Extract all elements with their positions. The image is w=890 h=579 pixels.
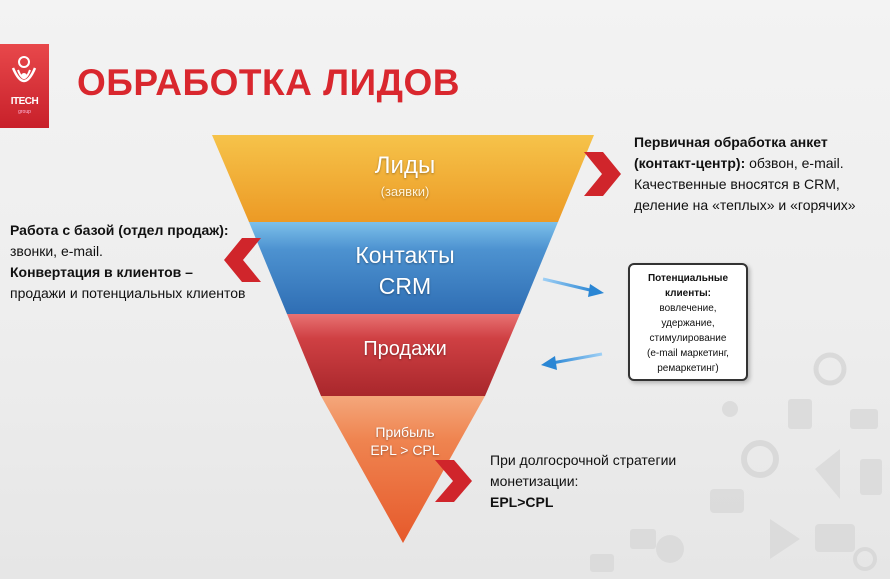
funnel-level-contacts	[249, 222, 558, 314]
funnel-level-sales	[287, 314, 520, 396]
logo-subtext: group	[18, 109, 31, 115]
note-heading: EPL>CPL	[490, 494, 554, 510]
contact-center-note: Первичная обработка анкет (контакт-центр…	[634, 132, 890, 216]
arrow-left-icon	[541, 352, 603, 370]
funnel-label-contacts-line2: CRM	[378, 273, 432, 299]
note-line: деление на «теплых» и «горячих»	[634, 197, 856, 213]
note-heading: Первичная обработка анкет	[634, 134, 828, 150]
box-item: стимулирование	[649, 333, 727, 344]
logo-emblem-icon	[11, 56, 37, 83]
logo-text: ITECH	[10, 96, 39, 107]
note-line: монетизации:	[490, 473, 579, 489]
funnel-label-contacts-line1: Контакты	[355, 242, 455, 268]
note-heading: Конвертация в клиентов –	[10, 264, 193, 280]
chevron-left-icon	[224, 238, 261, 282]
funnel-label-contacts: Контакты CRM	[320, 240, 490, 302]
box-item: вовлечение,	[659, 303, 717, 314]
note-heading: Работа с базой (отдел продаж):	[10, 222, 229, 238]
page-title: ОБРАБОТКА ЛИДОВ	[77, 62, 460, 103]
funnel-label-leads: Лиды	[374, 152, 436, 179]
note-line: звонки, e-mail.	[10, 243, 103, 259]
funnel-label-profit-line1: Прибыль	[375, 424, 435, 440]
funnel-level-profit	[321, 396, 485, 543]
funnel-label-profit-line2: EPL > CPL	[370, 442, 440, 458]
potential-clients-box: Потенциальные клиенты: вовлечение, удерж…	[628, 263, 748, 381]
box-heading: клиенты:	[665, 288, 711, 299]
chevron-right-icon	[584, 152, 621, 196]
box-heading: Потенциальные	[647, 273, 729, 284]
box-item: ремаркетинг)	[657, 363, 719, 374]
funnel-level-leads	[212, 135, 594, 222]
note-heading: (контакт-центр):	[634, 155, 746, 171]
monetization-note: При долгосрочной стратегии монетизации: …	[490, 450, 730, 513]
decorative-icons-pattern	[590, 352, 882, 572]
box-item: удержание,	[661, 318, 715, 329]
sales-department-note: Работа с базой (отдел продаж): звонки, e…	[10, 220, 300, 304]
funnel-label-profit: Прибыль EPL > CPL	[340, 423, 470, 459]
itech-logo: ITECH group	[0, 44, 49, 128]
funnel-sublabel-leads: (заявки)	[380, 184, 430, 199]
note-line: Качественные вносятся в CRM,	[634, 176, 840, 192]
funnel-label-sales: Продажи	[363, 338, 447, 360]
arrow-right-icon	[542, 277, 604, 297]
note-line: обзвон, e-mail.	[745, 155, 844, 171]
note-line: продажи и потенциальных клиентов	[10, 285, 246, 301]
box-item: (e-mail маркетинг,	[647, 348, 729, 359]
note-line: При долгосрочной стратегии	[490, 452, 677, 468]
chevron-right-icon	[435, 460, 472, 502]
